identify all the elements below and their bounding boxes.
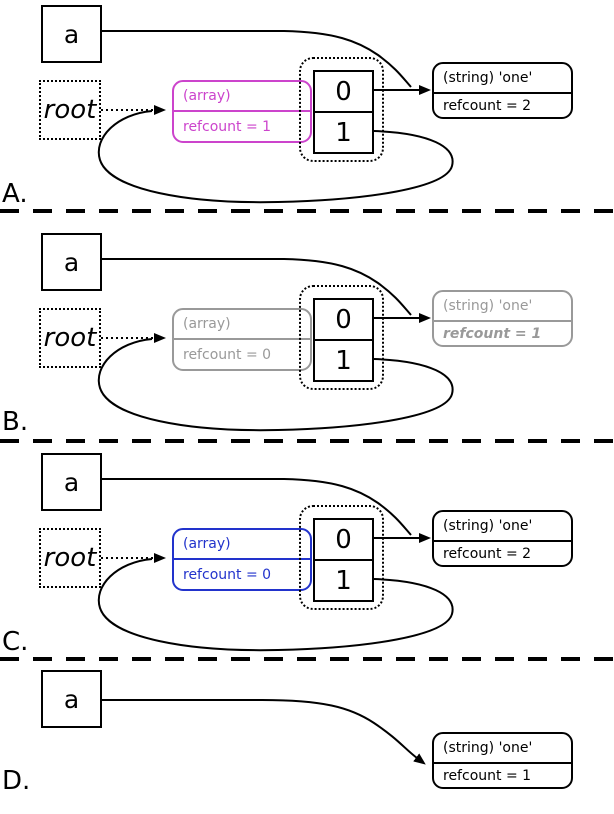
- variable-box: a: [41, 670, 102, 728]
- array-type-label: (array): [174, 82, 310, 112]
- variable-box: a: [41, 453, 102, 511]
- arrow-cycle-loop-A: [97, 110, 454, 204]
- arrow-a-to-string-C: [102, 478, 412, 536]
- cells-node: 0 1: [313, 70, 374, 154]
- cell-1: 1: [335, 117, 352, 148]
- variable-label: a: [63, 19, 80, 49]
- panel-C: a root (array) refcount = 0 0 1 (string)…: [0, 448, 614, 660]
- panel-D: a (string) 'one' refcount = 1 D.: [0, 665, 614, 814]
- string-node: (string) 'one' refcount = 1: [432, 290, 573, 347]
- panel-label-D: D.: [2, 766, 31, 796]
- arrow-cycle-loop-B: [97, 338, 454, 432]
- string-refcount-label: refcount = 2: [443, 545, 532, 562]
- string-refcount-label: refcount = 1: [443, 767, 532, 784]
- cells-outline: [299, 57, 384, 162]
- panel-label-C: C.: [2, 627, 29, 657]
- string-type-label: (string) 'one': [434, 734, 571, 764]
- variable-label: a: [63, 247, 80, 277]
- root-label: root: [43, 543, 97, 573]
- arrow-a-to-string-D: [102, 699, 426, 765]
- cell-0: 0: [315, 520, 372, 561]
- variable-box: a: [41, 233, 102, 291]
- panel-A: a root (array) refcount = 1 0 1 (string)…: [0, 0, 614, 228]
- string-refcount-label: refcount = 2: [443, 97, 532, 114]
- string-refcount-label: refcount = 1: [443, 325, 542, 342]
- root-box: root: [39, 80, 101, 140]
- cell-0: 0: [315, 72, 372, 113]
- cells-node: 0 1: [313, 298, 374, 382]
- variable-label: a: [63, 467, 80, 497]
- variable-label: a: [63, 684, 80, 714]
- array-refcount-label: refcount = 1: [183, 118, 272, 135]
- string-node: (string) 'one' refcount = 2: [432, 510, 573, 567]
- panel-label-B: B.: [2, 407, 29, 437]
- string-node: (string) 'one' refcount = 2: [432, 62, 573, 119]
- arrow-cycle-loop-C: [97, 558, 454, 652]
- root-label: root: [43, 95, 97, 125]
- string-node: (string) 'one' refcount = 1: [432, 732, 573, 789]
- array-node: (array) refcount = 1: [172, 80, 312, 143]
- cells-node: 0 1: [313, 518, 374, 602]
- array-refcount-label: refcount = 0: [183, 566, 272, 583]
- string-type-label: (string) 'one': [434, 512, 571, 542]
- panel-label-A: A.: [2, 179, 28, 209]
- array-refcount-label: refcount = 0: [183, 346, 272, 363]
- array-type-label: (array): [174, 530, 310, 560]
- cell-0: 0: [315, 300, 372, 341]
- array-node: (array) refcount = 0: [172, 528, 312, 591]
- root-label: root: [43, 323, 97, 353]
- string-type-label: (string) 'one': [434, 64, 571, 94]
- cells-outline: [299, 505, 384, 610]
- root-box: root: [39, 528, 101, 588]
- cell-1: 1: [335, 345, 352, 376]
- cells-outline: [299, 285, 384, 390]
- arrow-a-to-string-A: [102, 30, 412, 88]
- array-type-label: (array): [174, 310, 310, 340]
- array-node: (array) refcount = 0: [172, 308, 312, 371]
- root-box: root: [39, 308, 101, 368]
- variable-box: a: [41, 5, 102, 63]
- arrow-a-to-string-B: [102, 258, 412, 316]
- panel-B: a root (array) refcount = 0 0 1 (string)…: [0, 228, 614, 448]
- cell-1: 1: [335, 565, 352, 596]
- string-type-label: (string) 'one': [434, 292, 571, 322]
